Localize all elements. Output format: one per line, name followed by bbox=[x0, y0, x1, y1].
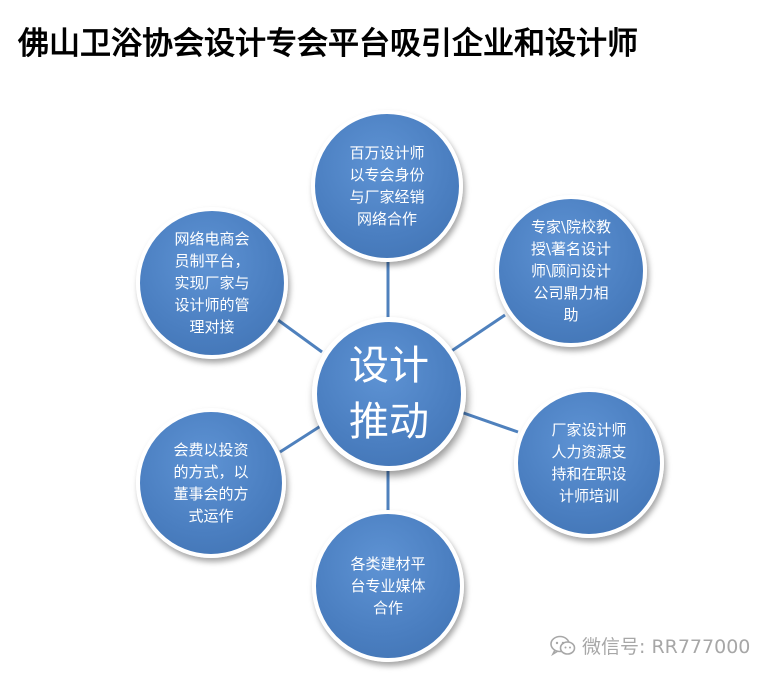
node-bottom-right-text: 厂家设计师 人力资源支 持和在职设 计师培训 bbox=[551, 421, 627, 505]
node-top-right-text: 专家\院校教 授\著名设计 师\顾问设计 公司鼎力相 助 bbox=[530, 218, 612, 324]
node-top-text: 百万设计师 以专会身份 与厂家经销 网络合作 bbox=[349, 144, 425, 228]
connector-line-top-right bbox=[449, 313, 506, 354]
page-title: 佛山卫浴协会设计专会平台吸引企业和设计师 bbox=[18, 26, 638, 62]
center-node-text: 设计 推动 bbox=[349, 343, 429, 445]
node-bottom-right: 厂家设计师 人力资源支 持和在职设 计师培训 bbox=[514, 388, 664, 538]
connector-line-bottom-right bbox=[454, 408, 519, 434]
wechat-icon bbox=[550, 635, 576, 656]
watermark: 微信号: RR777000 bbox=[550, 632, 750, 659]
node-bottom: 各类建材平 台专业媒体 合作 bbox=[312, 510, 464, 662]
node-top-right: 专家\院校教 授\著名设计 师\顾问设计 公司鼎力相 助 bbox=[495, 195, 647, 347]
node-top: 百万设计师 以专会身份 与厂家经销 网络合作 bbox=[311, 110, 463, 262]
watermark-label: 微信号: RR777000 bbox=[582, 636, 751, 658]
node-bottom-left-text: 会费以投资 的方式，以 董事会的方 式运作 bbox=[173, 441, 249, 525]
node-top-left-text: 网络电商会 员制平台， 实现厂家与 设计师的管 理对接 bbox=[174, 230, 250, 336]
node-bottom-text: 各类建材平 台专业媒体 合作 bbox=[350, 555, 426, 617]
node-bottom-left: 会费以投资 的方式，以 董事会的方 式运作 bbox=[136, 408, 286, 558]
connector-line-top-left bbox=[277, 318, 323, 354]
node-top-left: 网络电商会 员制平台， 实现厂家与 设计师的管 理对接 bbox=[136, 207, 288, 359]
center-node: 设计 推动 bbox=[312, 317, 466, 471]
